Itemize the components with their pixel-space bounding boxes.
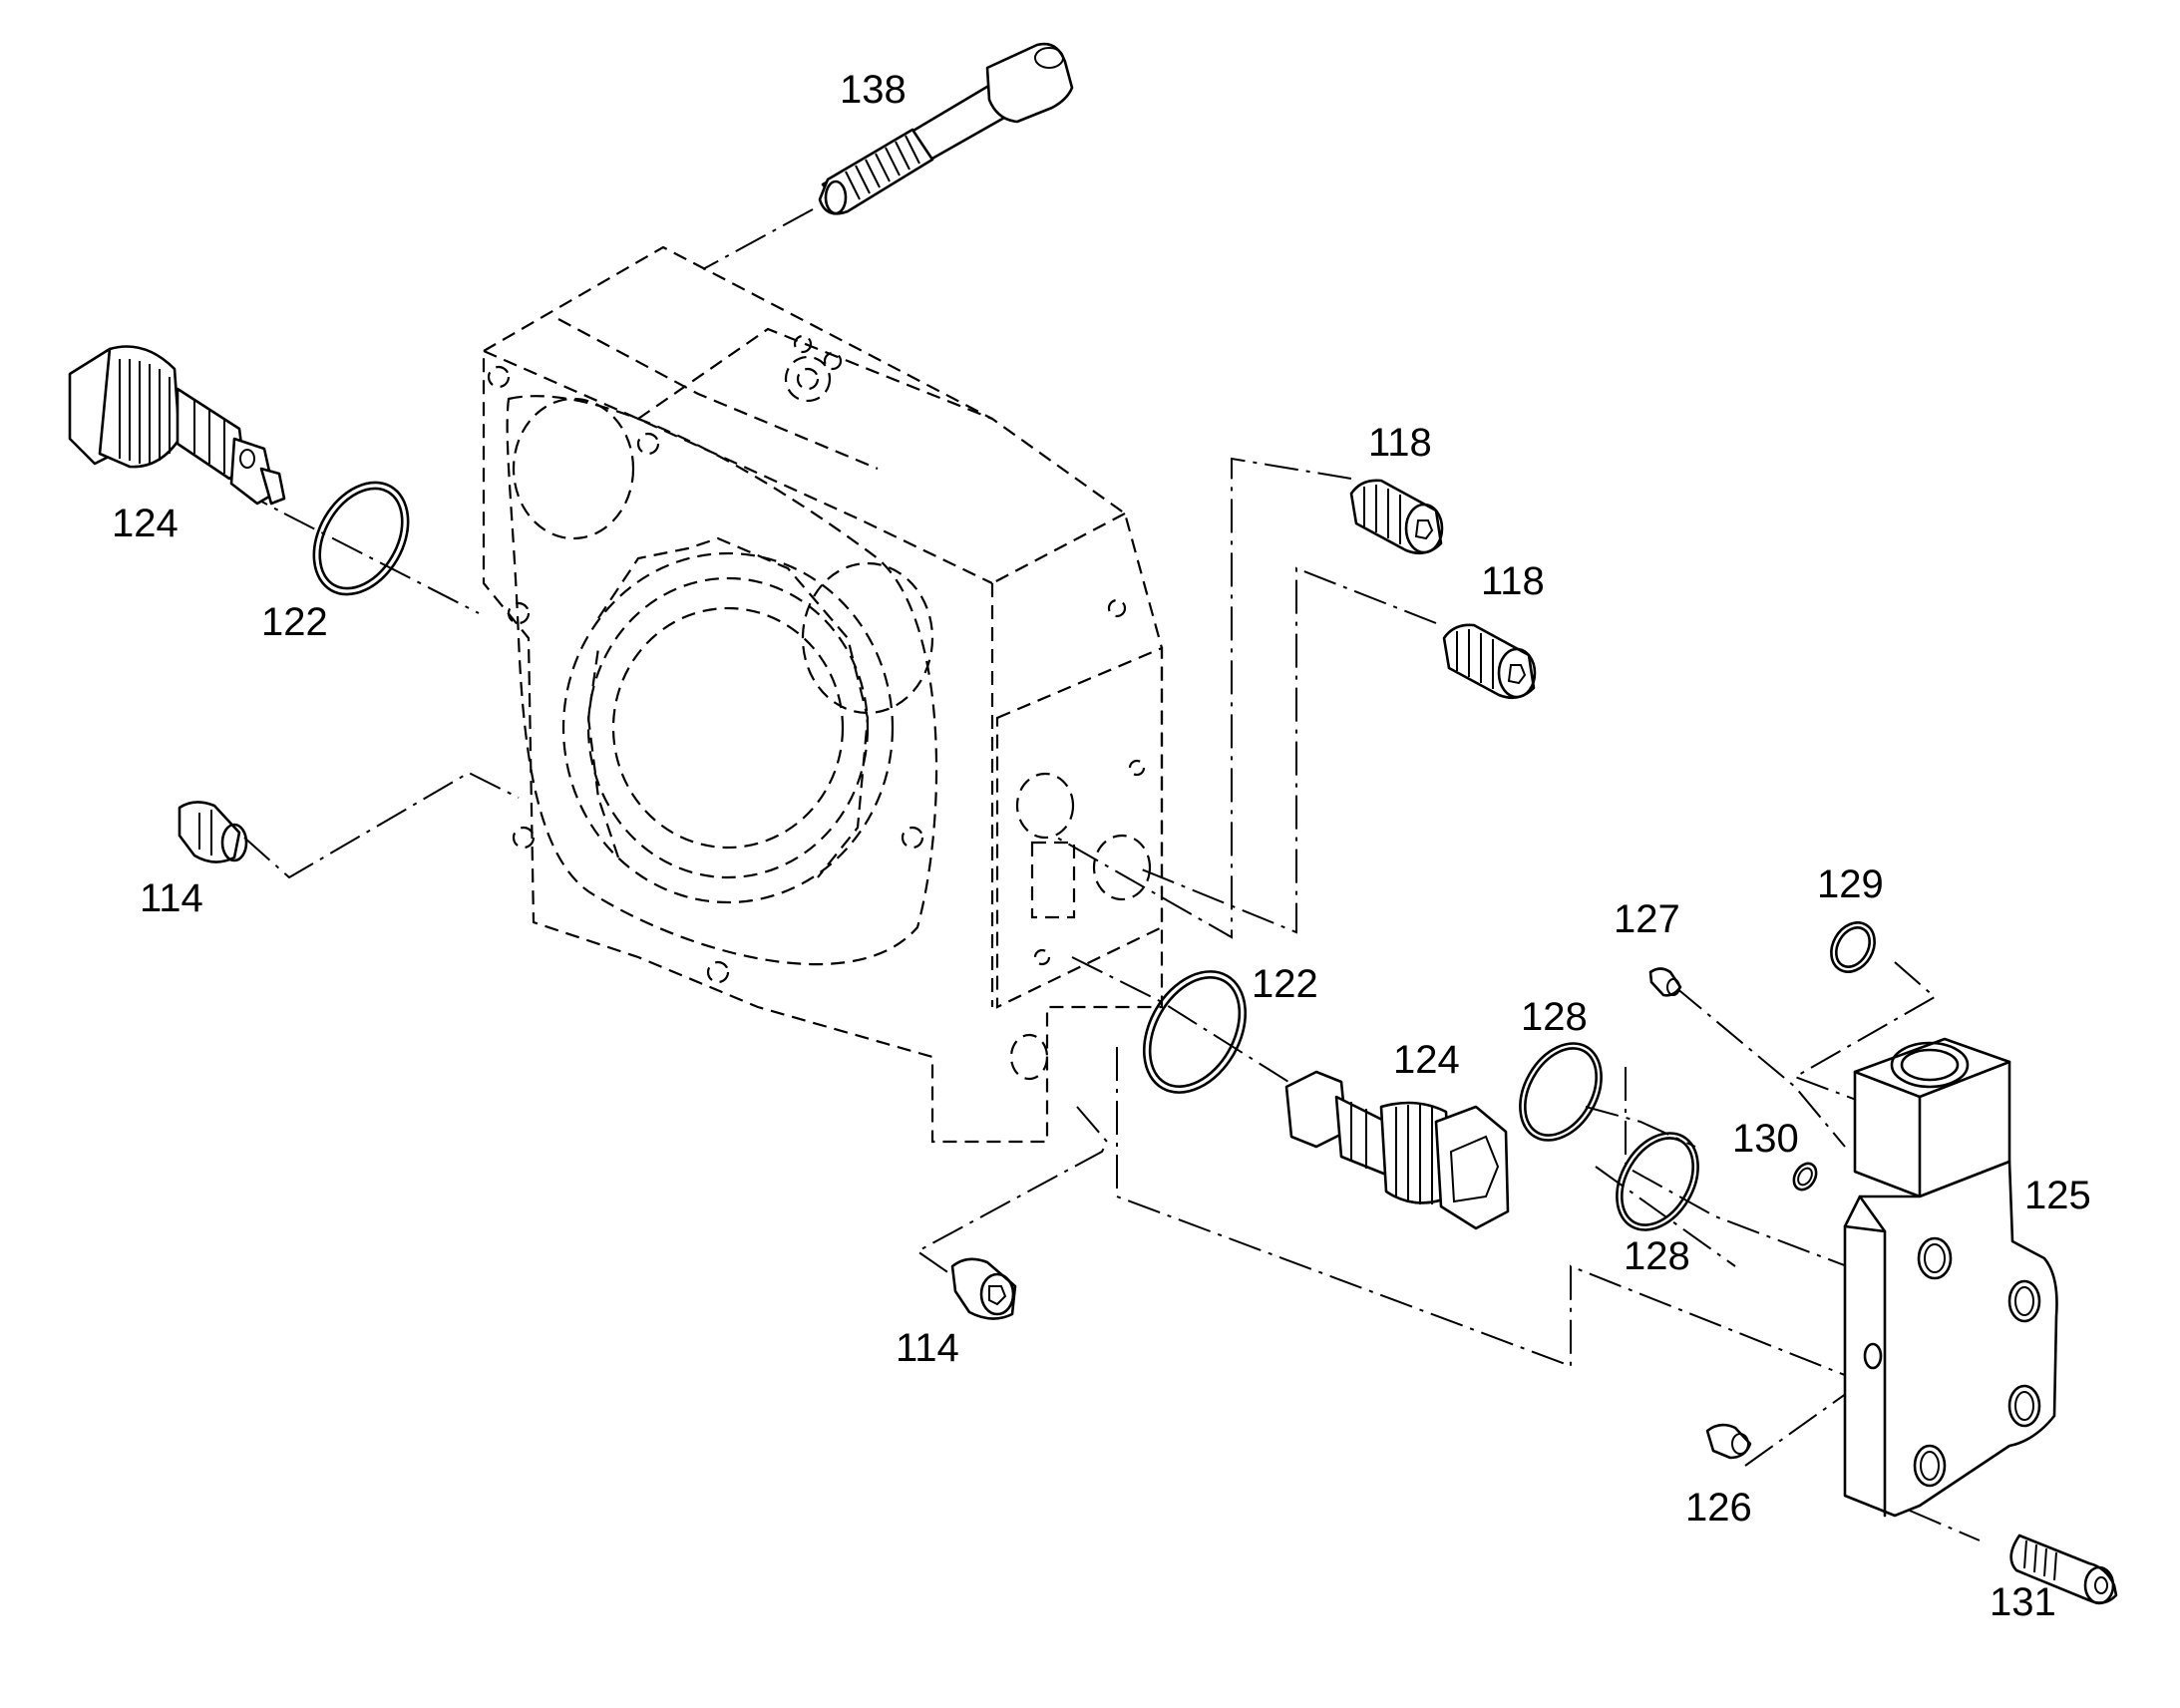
plug-114-bottom	[950, 1257, 1017, 1320]
callout-129: 129	[1817, 862, 1884, 906]
callout-124-right: 124	[1393, 1038, 1460, 1082]
set-screw-118-bottom	[1442, 623, 1537, 700]
o-ring-122-left	[312, 481, 410, 596]
cap-screw-138	[818, 42, 1074, 215]
callout-127: 127	[1614, 897, 1680, 941]
callout-114-bottom: 114	[896, 1326, 959, 1370]
pump-housing	[482, 245, 1164, 1144]
callout-131: 131	[1990, 1580, 2056, 1624]
callout-126: 126	[1685, 1486, 1752, 1530]
plug-126	[1705, 1423, 1752, 1460]
small-plug-127	[1648, 967, 1682, 997]
set-screw-118-top	[1349, 479, 1444, 555]
o-ring-130	[1792, 1162, 1818, 1192]
valve-cartridge-124-right	[1284, 1070, 1510, 1230]
callout-labels: 138 124 122 114 118 118 122 124 114 127 …	[112, 68, 2091, 1624]
leader-lines	[236, 208, 1981, 1541]
plug-114-left	[178, 801, 248, 863]
callout-124-left: 124	[112, 502, 179, 545]
callout-125: 125	[2024, 1174, 2091, 1217]
callout-130: 130	[1732, 1117, 1799, 1161]
callout-118-bottom: 118	[1481, 559, 1545, 603]
o-ring-128-top	[1519, 1042, 1603, 1142]
callout-122-left: 122	[261, 600, 328, 644]
cap-screw-131	[2009, 1534, 2118, 1605]
callout-114-left: 114	[140, 876, 203, 920]
callout-122-right: 122	[1252, 962, 1318, 1006]
o-ring-122-right	[1142, 970, 1248, 1094]
callout-128-bottom: 128	[1624, 1234, 1690, 1278]
callout-128-top: 128	[1521, 995, 1588, 1039]
callout-118-top: 118	[1368, 421, 1432, 465]
o-ring-128-bottom	[1616, 1132, 1699, 1231]
manifold-block-125	[1843, 1037, 2058, 1518]
callout-138: 138	[840, 68, 907, 112]
valve-cartridge-124-left	[68, 345, 286, 506]
o-ring-129	[1830, 921, 1876, 973]
